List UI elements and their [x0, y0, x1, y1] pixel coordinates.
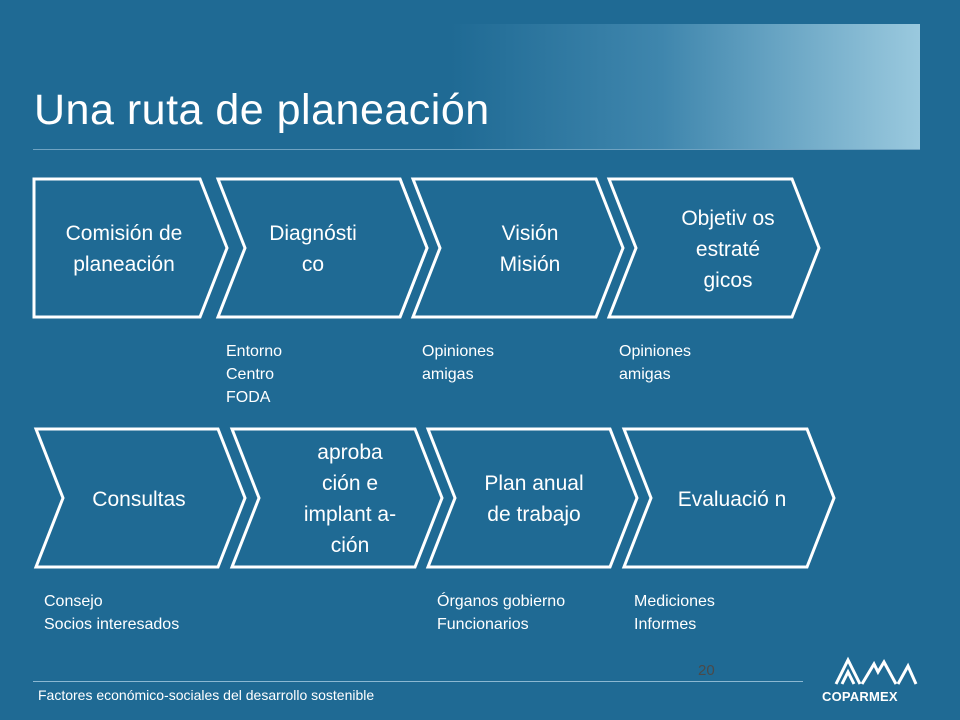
note-consultas: Consejo Socios interesados — [44, 593, 180, 633]
chevron-shape-3 — [410, 177, 625, 319]
title-divider — [33, 149, 920, 150]
chevron-shape-5 — [33, 427, 247, 569]
step-vision-mision-label: Visión Misión — [499, 222, 561, 276]
step-comision-label: Comisión de planeación — [65, 222, 183, 276]
chevron-shape-1 — [32, 177, 229, 319]
slide-title: Una ruta de planeación — [34, 86, 490, 134]
step-aprobacion-label: aproba ción e implant a-ción — [303, 441, 397, 557]
note-evaluacion: Mediciones Informes — [634, 593, 715, 633]
note-vision: Opiniones amigas — [422, 343, 495, 383]
coparmex-logo-text: COPARMEX — [822, 689, 898, 704]
step-plan-anual-label: Plan anual de trabajo — [484, 472, 584, 526]
chevron-shape-2 — [215, 177, 429, 319]
decorative-gradient-square — [450, 24, 920, 150]
step-consultas-label: Consultas — [92, 487, 186, 511]
chevron-shape-6 — [229, 427, 444, 569]
note-plan-anual: Órganos gobierno Funcionarios — [437, 593, 566, 633]
coparmex-logo-icon — [834, 656, 918, 685]
footer-text: Factores económico-sociales del desarrol… — [38, 687, 375, 703]
step-objetivos-label: Objetiv os estraté gicos — [681, 206, 775, 292]
note-objetivos: Opiniones amigas — [619, 343, 692, 383]
step-evaluacion-label: Evaluació n — [677, 487, 787, 511]
chevron-shape-8 — [621, 427, 836, 569]
page-number: 20 — [698, 662, 715, 679]
note-diagnostico: Entorno Centro FODA — [226, 343, 283, 406]
chevron-shape-4 — [606, 177, 821, 319]
chevron-shape-7 — [425, 427, 639, 569]
step-diagnostico-label: Diagnósti co — [269, 222, 357, 276]
footer-divider — [33, 681, 803, 682]
